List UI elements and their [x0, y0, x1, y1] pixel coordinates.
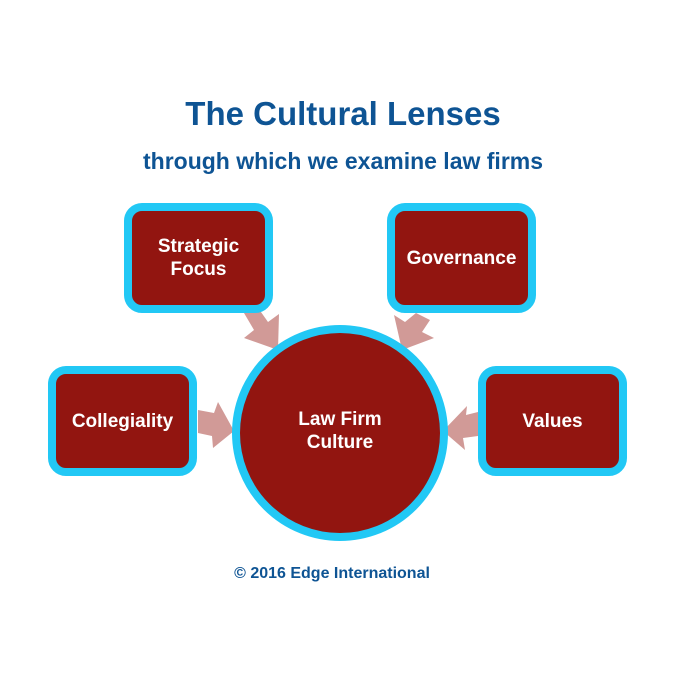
arrow-collegiality-icon	[198, 402, 234, 448]
copyright-text: © 2016 Edge International	[234, 565, 430, 582]
center-label: Law Firm Culture	[298, 409, 382, 453]
lens-collegiality: Collegiality	[48, 366, 197, 476]
lens-values: Values	[478, 366, 627, 476]
lens-governance: Governance	[387, 203, 536, 313]
diagram-title: The Cultural Lenses	[185, 95, 501, 132]
lens-collegiality-label: Collegiality	[71, 410, 174, 432]
diagram-subtitle: through which we examine law firms	[142, 148, 544, 174]
arrow-governance-icon	[394, 313, 434, 350]
lens-values-label: Values	[522, 410, 583, 432]
arrow-values-icon	[443, 406, 478, 450]
lens-governance-label: Governance	[406, 247, 517, 269]
center-law-firm-culture: Law Firm Culture	[232, 325, 448, 541]
lens-strategic-focus: Strategic Focus	[124, 203, 273, 313]
lens-strategic-focus-label: Strategic Focus	[157, 236, 240, 280]
arrow-strategic-focus-icon	[244, 305, 279, 350]
